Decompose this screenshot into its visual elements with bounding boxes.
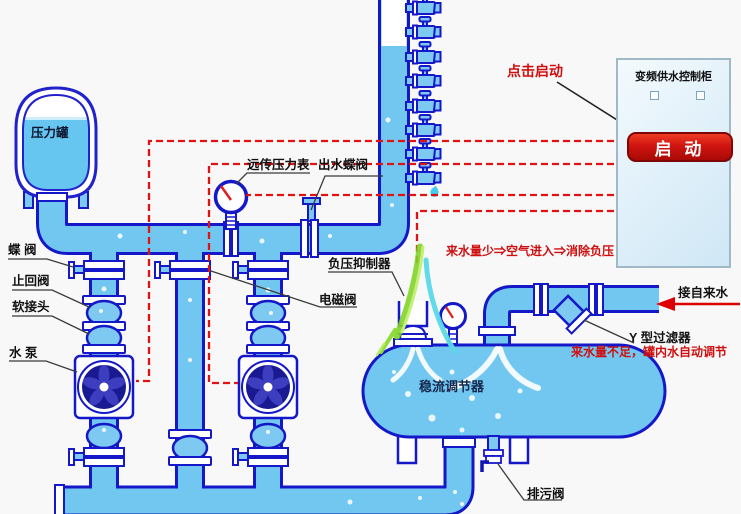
inlet-flanges: [478, 283, 604, 336]
drain-valve: [480, 435, 504, 472]
y-filter-label: Y 型过滤器: [629, 331, 691, 345]
indicator-light-1: [650, 91, 659, 100]
tap-water-label: 接自来水: [678, 286, 729, 300]
remote-gauge-label: 远传压力表: [247, 158, 310, 172]
low-inflow-note: 来水量少⇒空气进入⇒消除负压: [446, 244, 615, 258]
outlet-butterfly-valve: [300, 197, 321, 258]
tank-pressure-gauge: [439, 302, 467, 345]
pressure-tank-label: 压力罐: [31, 126, 69, 140]
outlet-valve-label: 出水蝶阀: [318, 158, 369, 172]
water-pump-label: 水 泵: [9, 346, 38, 360]
riser-faucets: [405, 0, 442, 186]
drain-valve-label: 排污阀: [527, 487, 565, 501]
start-button[interactable]: 启 动: [627, 132, 733, 162]
check-valve-label: 止回阀: [12, 274, 50, 288]
soft-joint-label: 软接头: [12, 300, 50, 314]
leader-lines: [8, 81, 653, 501]
y-strainer: [552, 294, 593, 335]
bubbles-pipes: [99, 117, 464, 506]
control-cabinet: 变频供水控制柜: [616, 58, 731, 268]
butterfly-valve-label: 蝶 阀: [8, 243, 37, 257]
shortage-note: 来水量不足，罐内水自动调节: [571, 345, 728, 359]
suppressor-label: 负压抑制器: [328, 257, 391, 271]
pump-1: [73, 354, 135, 420]
pressure-tank: [14, 86, 98, 209]
solenoid-valve-label: 电磁阀: [319, 293, 357, 307]
bottom-manifold-cap: [54, 484, 65, 514]
solenoid-valve: [154, 260, 211, 280]
bubbles-tank: [392, 369, 523, 433]
indicator-light-2: [696, 91, 705, 100]
tap-water-arrow: [656, 297, 740, 311]
water-sprays: [390, 346, 541, 391]
pump-2: [237, 354, 299, 420]
remote-pressure-gauge: [213, 179, 249, 230]
flow-regulator-tank: [361, 343, 667, 465]
click-start-note: 点击启动: [507, 63, 563, 79]
riser-air-gap: [381, 0, 407, 46]
tank-outlet-flange: [442, 437, 476, 448]
flow-regulator-label: 稳流调节器: [419, 379, 485, 394]
air-flow-arrows: [375, 243, 458, 357]
cabinet-title: 变频供水控制柜: [635, 71, 712, 83]
